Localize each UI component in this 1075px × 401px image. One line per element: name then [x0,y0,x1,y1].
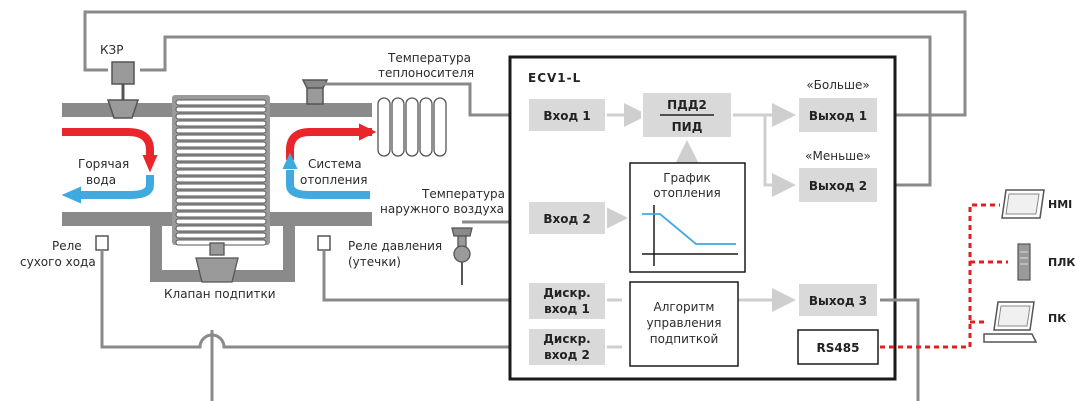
output3-block: Выход 3 [797,282,879,318]
pressure-relay-label-1: Реле давления [348,239,442,253]
exchanger-plate [175,99,267,106]
supply-temp-sensor-icon [301,79,329,105]
heating-curve-label-2: отопления [653,186,720,200]
digital-input1-block: Дискр. вход 1 [527,281,607,321]
digital-input2-label-2: вход 2 [544,348,590,362]
exchanger-plate [175,113,267,120]
kzr-valve-icon [106,61,140,119]
supply-temp-wire [323,82,528,117]
makeup-algorithm-label-2: управления [647,316,722,330]
digital-input2-block: Дискр. вход 2 [527,327,607,367]
exchanger-plate [175,211,267,218]
hmi-monitor-icon [1001,189,1045,219]
kzr-label: КЗР [100,43,123,57]
hot-water-arrow [61,128,158,204]
output3-wire [880,298,920,401]
controller-title: ECV1-L [528,71,581,85]
plc-icon [1017,243,1031,281]
hmi-label: HMI [1048,198,1072,211]
output2-label: Выход 2 [809,179,867,193]
rs485-label: RS485 [817,341,860,355]
exchanger-plate [175,176,267,183]
digital-input1-label-2: вход 1 [544,302,590,316]
exchanger-plate [175,183,267,190]
exchanger-plate [175,134,267,141]
exchanger-plate [175,225,267,232]
dry-run-relay-label-2: сухого хода [20,255,96,269]
exchanger-plate [175,190,267,197]
digital-input1-label-1: Дискр. [543,286,591,300]
exchanger-plate [175,155,267,162]
pid-bottom-label: ПИД [672,120,703,134]
heating-system-label-1: Система [308,157,362,171]
heat-exchanger [172,95,270,246]
makeup-algorithm-block: Алгоритм управления подпиткой [629,281,739,367]
exchanger-plate [175,218,267,225]
exchanger-plate [175,127,267,134]
exchanger-plate [175,169,267,176]
exchanger-plate [175,106,267,113]
rs485-network [880,203,1008,349]
exchanger-plate [175,141,267,148]
heating-curve-line [642,213,736,245]
internal-links [604,103,796,349]
heating-system-arrow [282,123,377,199]
pc-label: ПК [1048,312,1066,325]
exchanger-plate [175,204,267,211]
makeup-valve-label: Клапан подпитки [164,287,276,301]
dry-run-relay-icon [95,235,109,251]
control-wires [83,10,967,187]
outdoor-temp-sensor-icon [451,227,473,285]
makeup-algorithm-label-1: Алгоритм [654,300,715,314]
exchanger-plate [175,120,267,127]
output3-label: Выход 3 [809,294,867,308]
input1-block: Вход 1 [527,97,607,133]
makeup-algorithm-label-3: подпиткой [650,332,719,346]
input1-label: Вход 1 [543,109,590,123]
exchanger-plate [175,232,267,239]
heating-curve-label-1: График [663,171,711,185]
makeup-valve-icon [195,242,239,283]
digital-input2-label-1: Дискр. [543,332,591,346]
pid-top-label: ПДД2 [667,98,707,112]
more-label: «Больше» [806,78,869,92]
hot-water-label-1: Горячая [78,157,129,171]
input2-block: Вход 2 [527,200,607,236]
relay-wires [100,250,528,401]
less-label: «Меньше» [805,149,871,163]
pc-laptop-icon [983,301,1038,343]
outdoor-temp-label-1: Температура [421,187,505,201]
heating-curve-block: График отопления [629,162,746,273]
hot-water-label-2: вода [86,173,116,187]
exchanger-plate [175,148,267,155]
pressure-relay-label-2: (утечки) [348,255,401,269]
input2-label: Вход 2 [543,212,590,226]
output2-block: Выход 2 [797,166,879,204]
dry-run-relay-label-1: Реле [52,239,82,253]
pid-block: ПДД2 ПИД [641,91,733,139]
plc-label: ПЛК [1048,256,1075,269]
supply-temp-label-2: теплоносителя [378,66,474,80]
rs485-block: RS485 [797,329,879,365]
pressure-relay-icon [317,235,331,251]
supply-temp-label-1: Температура [387,51,471,65]
exchanger-plate [175,162,267,169]
heating-system-label-2: отопления [300,173,367,187]
exchanger-plate [175,197,267,204]
output1-label: Выход 1 [809,109,867,123]
radiator-icon [377,97,447,157]
outdoor-temp-label-2: наружного воздуха [380,202,504,216]
output1-block: Выход 1 [797,96,879,134]
